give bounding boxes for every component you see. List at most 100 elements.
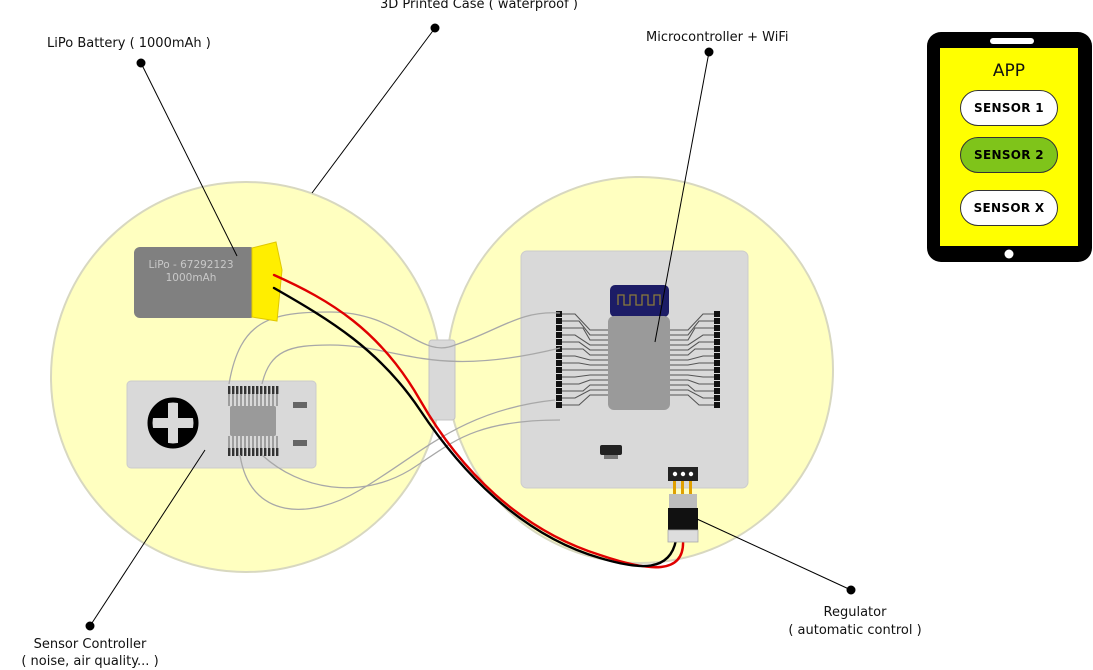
mcu-trace <box>562 313 608 331</box>
battery-print-line1: LiPo - 67292123 <box>148 259 233 271</box>
mcu-trace <box>670 320 714 336</box>
mcu-pin-pad <box>556 346 562 352</box>
sensor-pin <box>240 386 243 394</box>
sensor-pin <box>236 448 239 456</box>
leader-dot <box>704 47 714 57</box>
mcu-trace <box>562 327 608 341</box>
battery-print-line2: 1000mAh <box>166 272 217 284</box>
leader-case <box>311 27 436 194</box>
case-left-chamber <box>50 181 442 573</box>
mcu-pin-pad <box>714 395 720 401</box>
sensor-pin <box>276 386 279 394</box>
mcu-pin-pad <box>556 395 562 401</box>
tablet-speaker <box>990 38 1034 44</box>
mcu-trace <box>562 384 608 392</box>
sensor-pin <box>256 386 259 394</box>
sensor-pin <box>264 386 267 394</box>
mcu-trace <box>562 374 608 378</box>
wifi-antenna <box>610 285 669 317</box>
label-sensor-title: Sensor Controller <box>33 637 147 652</box>
battery-body <box>134 247 256 318</box>
leader-regulator <box>696 518 852 591</box>
mcu-trace <box>670 348 714 356</box>
battery-terminal <box>251 241 283 322</box>
mcu-pin-pad <box>556 374 562 380</box>
mcu-trace <box>562 389 608 399</box>
mcu-pin-pad <box>556 360 562 366</box>
label-battery: LiPo Battery ( 1000mAh ) <box>47 36 211 51</box>
app-button-sensor-2[interactable]: SENSOR 2 <box>960 137 1058 173</box>
mcu-trace <box>670 334 714 346</box>
mcu-trace <box>562 394 608 406</box>
mcu-pin-pad <box>714 311 720 317</box>
leader-battery <box>140 62 238 257</box>
sensor-pin <box>252 386 255 394</box>
app-button-label: SENSOR X <box>973 201 1045 215</box>
sensor-pin <box>248 386 251 394</box>
mcu-trace <box>670 341 714 351</box>
mcu-trace <box>562 348 608 356</box>
mcu-pin-pad <box>556 318 562 324</box>
mic-ring <box>147 397 199 449</box>
mcu-pin-pad <box>714 318 720 324</box>
mcu-pin-pad <box>714 367 720 373</box>
tablet-home-button[interactable] <box>1004 249 1014 259</box>
header-pin <box>672 471 678 477</box>
label-case: 3D Printed Case ( waterproof ) <box>380 0 578 12</box>
sensor-pin <box>256 448 259 456</box>
mcu-trace <box>670 313 714 331</box>
sensor-pin <box>232 386 235 394</box>
mcu-pin-pad <box>714 353 720 359</box>
app-button-sensor-x[interactable]: SENSOR X <box>960 190 1058 226</box>
mcu-pin-pad <box>556 339 562 345</box>
app-button-label: SENSOR 2 <box>974 148 1044 162</box>
sensor-controller-board <box>126 380 317 469</box>
label-sensor-subtitle: ( noise, air quality... ) <box>21 654 159 669</box>
sensor-pin <box>236 386 239 394</box>
leader-dot <box>430 23 440 33</box>
mcu-pin-pad <box>714 388 720 394</box>
regulator-tab <box>668 508 698 530</box>
regulator-base <box>667 529 699 543</box>
sensor-pin <box>272 448 275 456</box>
sensor-pin <box>228 448 231 456</box>
mcu-pin-pad <box>556 367 562 373</box>
mcu-trace <box>670 355 714 361</box>
mcu-trace <box>670 374 714 378</box>
sensor-pin <box>244 448 247 456</box>
mcu-pin-pad <box>556 332 562 338</box>
header-pin <box>688 471 694 477</box>
app-button-sensor-1[interactable]: SENSOR 1 <box>960 90 1058 126</box>
mcu-trace <box>670 362 714 366</box>
regulator <box>667 467 699 543</box>
sensor-pin <box>276 448 279 456</box>
mcu-pin-pad <box>556 353 562 359</box>
power-wires <box>272 273 685 569</box>
mcu-trace <box>562 341 608 351</box>
mcu-pin-pad <box>714 332 720 338</box>
lipo-battery: LiPo - 67292123 1000mAh <box>134 241 283 322</box>
regulator-leg <box>673 481 676 495</box>
mcu-pins <box>556 311 720 408</box>
wire-black <box>272 286 678 568</box>
sensor-pin <box>228 386 231 394</box>
sensor-pins <box>228 386 279 456</box>
app-button-label: SENSOR 1 <box>974 101 1044 115</box>
data-wire <box>261 419 561 489</box>
sensor-chip <box>230 406 276 436</box>
sensor-pin <box>268 448 271 456</box>
mcu-trace <box>670 327 714 341</box>
sensor-led-1 <box>293 402 307 408</box>
label-microcontroller: Microcontroller + WiFi <box>646 30 789 45</box>
sensor-pin <box>260 386 263 394</box>
leader-mcu <box>654 51 710 343</box>
leader-sensor <box>89 449 206 627</box>
mcu-trace <box>670 389 714 399</box>
mcu-trace <box>670 394 714 406</box>
mcu-pin-pad <box>714 325 720 331</box>
mcu-chip <box>608 316 670 410</box>
mcu-pin-pad <box>714 381 720 387</box>
wire-red <box>272 273 685 569</box>
data-wire <box>239 399 556 510</box>
sensor-pin <box>232 448 235 456</box>
